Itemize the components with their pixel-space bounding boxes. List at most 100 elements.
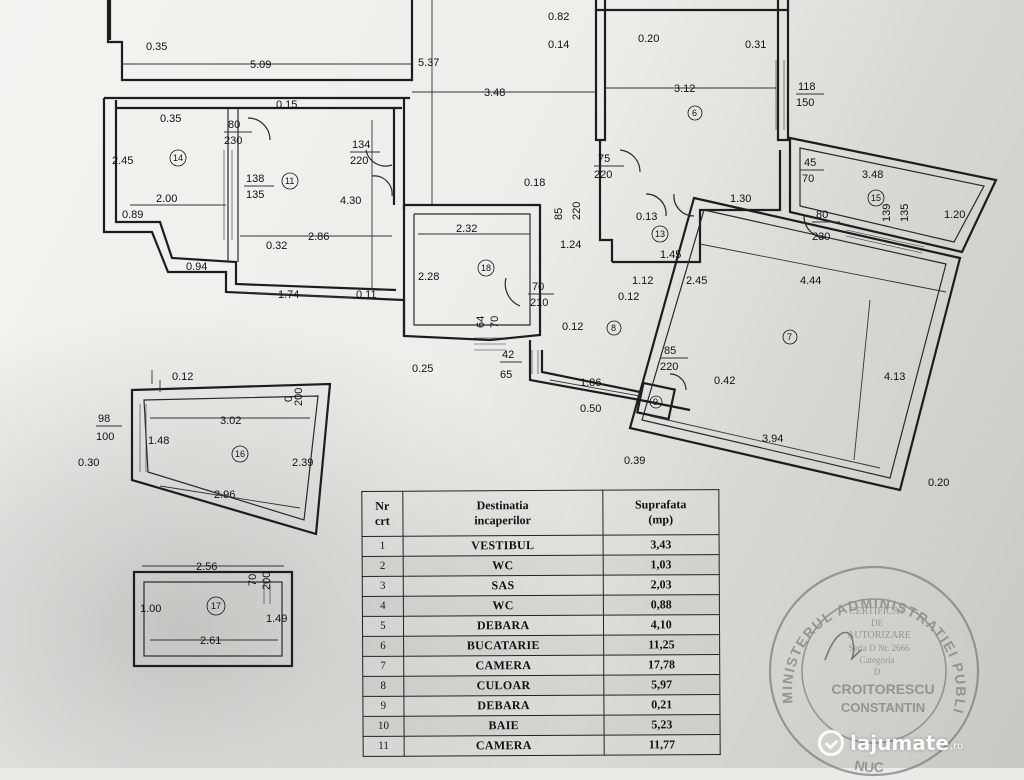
dim-label: 2.61 <box>200 635 221 647</box>
room-badge-11: 11 <box>281 172 299 190</box>
dim-label: 2.28 <box>418 271 439 283</box>
stamp-line-category-letter: D <box>874 667 881 677</box>
svg-text:7: 7 <box>787 332 792 342</box>
cell-area: 0,21 <box>603 694 720 716</box>
cell-nr: 7 <box>362 656 404 677</box>
stamp-line-serial: Seria D Nr. 2666 <box>849 643 910 653</box>
dim-label: 5.37 <box>418 57 439 69</box>
svg-text:18: 18 <box>481 263 491 273</box>
dim-label: 135 <box>899 204 911 222</box>
stamp-line-certificat: CERTIFICAT <box>849 606 905 617</box>
dim-label: 138 <box>246 173 264 185</box>
cell-room-name: CAMERA <box>403 655 604 677</box>
cell-room-name: DEBARA <box>403 615 604 637</box>
dim-label: 200 <box>261 572 273 590</box>
dimension-labels: 0.82 0.14 0.20 0.31 0.35 5.09 5.37 3.48 … <box>78 11 965 647</box>
dim-label: 1.20 <box>944 209 965 221</box>
svg-text:17: 17 <box>211 601 221 611</box>
dim-label: 0.82 <box>548 11 569 23</box>
room-badge-18: 18 <box>477 259 495 277</box>
stamp-line-autorizare: AUTORIZARE <box>847 630 911 641</box>
dim-label: 0.20 <box>638 33 659 45</box>
dim-label: 2.45 <box>686 275 707 287</box>
dim-label: 70 <box>802 173 814 185</box>
cell-area: 5,23 <box>603 714 721 736</box>
dim-label: 3.94 <box>762 433 783 445</box>
hatches <box>223 60 925 374</box>
dim-label: 0.13 <box>636 211 657 223</box>
watermark-tld: .ro <box>949 740 964 752</box>
stamp-line-categoria: Categoria <box>860 655 895 665</box>
dim-label: 5.09 <box>250 59 271 71</box>
doors <box>247 117 827 391</box>
room-numbers: 6 7 8 9 11 13 14 15 16 17 18 <box>169 105 885 616</box>
svg-text:8: 8 <box>611 323 616 333</box>
svg-text:15: 15 <box>871 193 881 203</box>
room-badge-17: 17 <box>206 596 226 616</box>
room-badge-15: 15 <box>867 189 885 207</box>
dim-label: 210 <box>530 297 548 309</box>
dim-label: 0.12 <box>562 321 583 333</box>
dim-label: 150 <box>796 97 814 109</box>
annex-rooms <box>130 380 332 668</box>
dim-label: 220 <box>660 361 678 373</box>
watermark-brand: lajumate <box>850 731 949 755</box>
dim-label: 1.48 <box>148 435 169 447</box>
room-badge-6: 6 <box>687 105 703 121</box>
dim-label: 70 <box>489 316 501 328</box>
dim-label: 2.86 <box>308 231 329 243</box>
dim-label: 230 <box>812 231 830 243</box>
cell-area: 5,97 <box>603 674 720 696</box>
dim-label: 0.12 <box>618 291 639 303</box>
dim-label: 85 <box>664 345 676 357</box>
dim-label: 134 <box>352 139 370 151</box>
dim-label: 42 <box>502 349 514 361</box>
svg-text:16: 16 <box>235 449 245 459</box>
cell-nr: 1 <box>362 536 403 557</box>
svg-text:9: 9 <box>653 397 658 407</box>
cell-area: 2,03 <box>602 574 720 596</box>
room-badge-13: 13 <box>651 225 669 243</box>
dim-label: 0.35 <box>160 113 181 125</box>
walls <box>102 0 998 492</box>
dim-label: 0.20 <box>928 477 949 489</box>
dim-label: 4.13 <box>884 371 905 383</box>
dim-label: 0.32 <box>266 240 287 252</box>
dim-label: 1.86 <box>580 377 601 389</box>
cell-area: 11,77 <box>603 734 721 756</box>
dim-label: 3.02 <box>220 415 241 427</box>
cell-nr: 5 <box>362 616 404 637</box>
dim-label: 220 <box>350 155 368 167</box>
cell-nr: 9 <box>362 696 404 717</box>
checkmark-circle-icon <box>818 730 844 756</box>
dim-label: 2.45 <box>112 155 133 167</box>
room-badge-9: 9 <box>649 395 663 409</box>
dim-label: 1.24 <box>560 239 581 251</box>
dimension-lines <box>122 0 947 567</box>
dim-label: 0.42 <box>714 375 735 387</box>
cell-room-name: BAIE <box>403 715 604 737</box>
dim-label: 100 <box>96 431 114 443</box>
dim-label: 2.32 <box>456 223 477 235</box>
cell-area: 11,25 <box>603 634 720 656</box>
dim-label: 1.30 <box>730 193 751 205</box>
header-area: Suprafata(mp) <box>602 489 720 536</box>
cell-room-name: VESTIBUL <box>402 535 603 557</box>
dim-label: 0.31 <box>745 39 766 51</box>
cell-nr: 10 <box>362 716 404 737</box>
stamp-name-given: CONSTANTIN <box>841 700 925 715</box>
dim-label: 220 <box>594 169 612 181</box>
dim-label: 65 <box>500 369 512 381</box>
dim-label: 0.14 <box>548 39 569 51</box>
cell-nr: 2 <box>362 556 404 577</box>
dim-label: 80 <box>816 209 828 221</box>
